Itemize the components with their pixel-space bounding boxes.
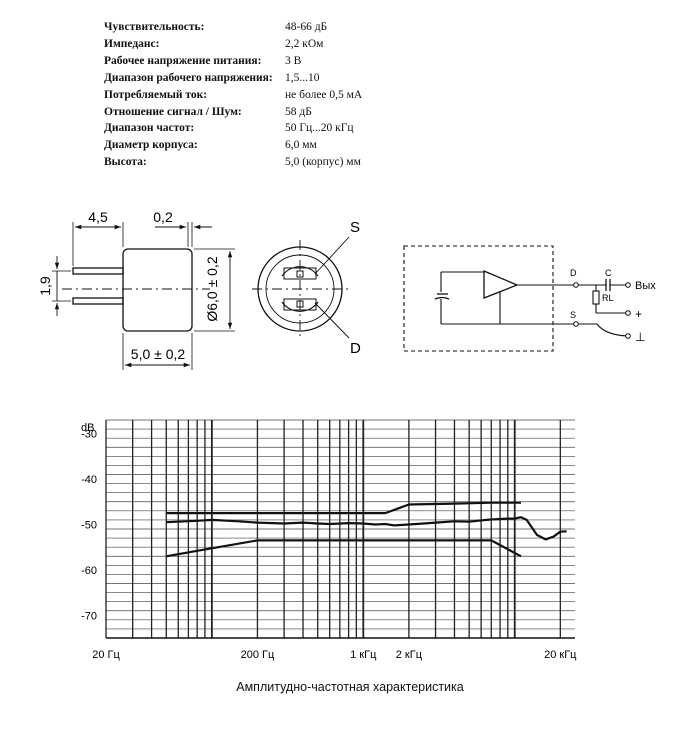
circuit-schematic (403, 245, 629, 352)
spec-value: 5,0 (корпус) мм (285, 156, 361, 169)
circuit-resistor-label: RL (602, 293, 614, 303)
spec-value: не более 0,5 мА (285, 88, 363, 101)
dim-lead-offset: 0,2 (153, 209, 173, 225)
circuit-output-label: Вых (635, 280, 656, 292)
dim-diameter: Ø6,0 ± 0,2 (204, 256, 220, 321)
spec-label: Отношение сигнал / Шум: (104, 105, 242, 118)
spec-row: Импеданс: 2,2 кОм (104, 36, 362, 53)
y-tick-label: -60 (81, 565, 97, 577)
spec-row: Рабочее напряжение питания: 3 В (104, 53, 362, 70)
dim-pin-length: 4,5 (88, 209, 108, 225)
front-source-label: S (350, 219, 360, 236)
dim-height: 5,0 ± 0,2 (131, 346, 186, 362)
spec-row: Диаметр корпуса: 6,0 мм (104, 137, 362, 154)
spec-label: Высота: (104, 156, 147, 169)
circuit-drain-label: D (570, 268, 577, 278)
x-tick-label: 200 Гц (241, 649, 275, 661)
x-tick-label: 1 кГц (350, 649, 377, 661)
spec-row: Высота: 5,0 (корпус) мм (104, 154, 362, 171)
x-tick-label: 2 кГц (396, 649, 423, 661)
chart-series-line-2 (166, 539, 522, 558)
front-view-drawing (252, 236, 350, 339)
chart-series-line-3 (166, 516, 567, 541)
capsule-body (122, 248, 193, 332)
spec-row: Диапазон рабочего напряжения: 1,5...10 (104, 70, 362, 87)
chart-series-group (166, 501, 567, 558)
side-view-drawing (52, 222, 235, 370)
y-axis-ticks: -30 -40 -50 -60 -70 (81, 429, 97, 623)
circuit-ground-label: ⊥ (635, 330, 645, 344)
lead-pin-bottom (72, 297, 124, 305)
lead-pin-top (72, 267, 124, 275)
spec-value: 2,2 кОм (285, 37, 324, 50)
spec-label: Потребляемый ток: (104, 88, 208, 101)
spec-value: 48-66 дБ (285, 21, 328, 33)
spec-label: Диапазон рабочего напряжения: (104, 71, 273, 84)
front-drain-label: D (350, 340, 361, 357)
spec-value: 58 дБ (285, 105, 312, 118)
spec-label: Чувствительность: (104, 21, 205, 33)
spec-value: 6,0 мм (285, 139, 317, 152)
spec-row: Диапазон частот: 50 Гц...20 кГц (104, 120, 362, 137)
x-tick-label: 20 кГц (544, 649, 577, 661)
circuit-capacitor-label: C (605, 268, 612, 278)
chart-grid (105, 419, 575, 639)
spec-row: Отношение сигнал / Шум: 58 дБ (104, 104, 362, 121)
dim-pin-spacing: 1,9 (37, 276, 53, 296)
spec-row: Потребляемый ток: не более 0,5 мА (104, 87, 362, 104)
y-tick-label: -70 (81, 610, 97, 622)
chart-caption: Амплитудно-частотная характеристика (236, 680, 464, 694)
spec-label: Рабочее напряжение питания: (104, 54, 262, 67)
circuit-terminals (573, 282, 631, 339)
spec-label: Импеданс: (104, 37, 160, 50)
circuit-plus-label: + (635, 307, 642, 321)
specifications-table: Чувствительность: 48-66 дБ Импеданс: 2,2 кО… (104, 19, 362, 171)
x-tick-label: 20 Гц (92, 649, 120, 661)
spec-label: Диапазон частот: (104, 122, 195, 135)
spec-row: Чувствительность: 48-66 дБ (104, 19, 362, 36)
spec-label: Диаметр корпуса: (104, 139, 198, 152)
spec-value: 50 Гц...20 кГц (285, 122, 354, 135)
spec-value: 1,5...10 (285, 71, 320, 84)
circuit-source-label: S (570, 310, 576, 320)
y-tick-label: -30 (81, 429, 97, 441)
chart-series-line-1 (166, 501, 521, 515)
y-axis-label: dB (81, 422, 94, 434)
y-tick-label: -50 (81, 519, 97, 531)
x-axis-ticks: 20 Гц 200 Гц 1 кГц 2 кГц 20 кГц (92, 649, 577, 661)
spec-value: 3 В (285, 54, 302, 67)
y-tick-label: -40 (81, 474, 97, 486)
